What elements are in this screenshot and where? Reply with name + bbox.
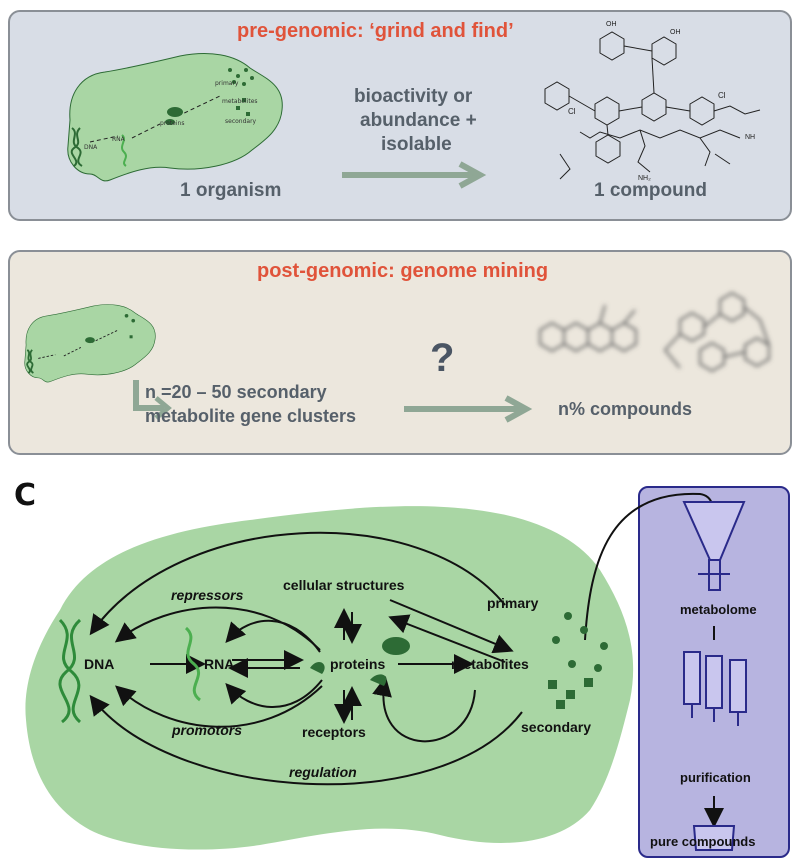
panel-b-arrow [404,395,533,423]
beaker-icon [692,825,736,851]
c-metabolites-label: metabolites [451,656,529,672]
panel-b-title: post-genomic: genome mining [257,260,549,282]
svg-text:OH: OH [606,21,617,28]
c-receptors-label: receptors [302,724,366,740]
c-purification-label: purification [680,770,751,785]
panel-c-letter: C [14,478,37,513]
dna-helix-icon-large [58,618,82,724]
criteria-line2: abundance + [360,110,477,131]
dna-helix-icon [70,127,83,167]
separatory-funnel-icon [682,501,746,591]
a-proteins-label: proteins [160,120,185,127]
clusters-line2: metabolite gene clusters [145,406,357,426]
criteria-line3: isolable [381,134,452,155]
a-secondary-label: secondary [225,118,257,125]
organism-label: 1 organism [180,180,282,201]
panel-a-organism [67,53,283,182]
rna-strand-icon [121,134,127,167]
a-rna-label: RNA [112,136,125,143]
svg-text:NH: NH [745,134,755,141]
svg-text:NH₂: NH₂ [638,175,651,182]
c-promotors-label: promotors [172,722,242,738]
a-metabolites-label: metabolites [222,98,258,105]
clusters-line1: n =20 – 50 secondary [145,382,327,402]
svg-text:Cl: Cl [568,107,576,116]
c-proteins-label: proteins [330,656,386,672]
c-rna-label: RNA [204,656,235,672]
c-repressors-label: repressors [171,587,244,603]
rna-strand-icon-large [184,626,202,702]
question-mark: ? [430,336,455,380]
compound-structure: Cl Cl OH OH NH NH₂ [544,21,761,182]
c-metabolome-label: metabolome [680,602,757,617]
c-secondary-label: secondary [521,719,592,735]
corner-arrow [133,380,172,420]
panel-a-arrow [342,161,487,189]
a-dna-label: DNA [84,144,98,151]
c-regulation-label: regulation [289,764,357,780]
criteria-line1: bioactivity or [354,86,473,107]
c-dna-label: DNA [84,656,115,672]
panel-b-organism [24,304,156,383]
svg-text:Cl: Cl [718,91,726,100]
svg-text:OH: OH [670,29,681,36]
blurred-structures [539,291,770,373]
panel-a-title: pre-genomic: ‘grind and find’ [237,20,514,42]
columns-icon [683,651,747,726]
c-pure-compounds-label: pure compounds [650,834,756,849]
c-primary-label: primary [487,595,539,611]
c-cellular-structures-label: cellular structures [283,577,405,593]
compound-label: 1 compound [594,180,707,201]
a-primary-label: primary [215,80,239,87]
cell-blob [25,506,634,850]
compounds-label: n% compounds [558,399,692,419]
metabolite-dots [228,68,254,116]
